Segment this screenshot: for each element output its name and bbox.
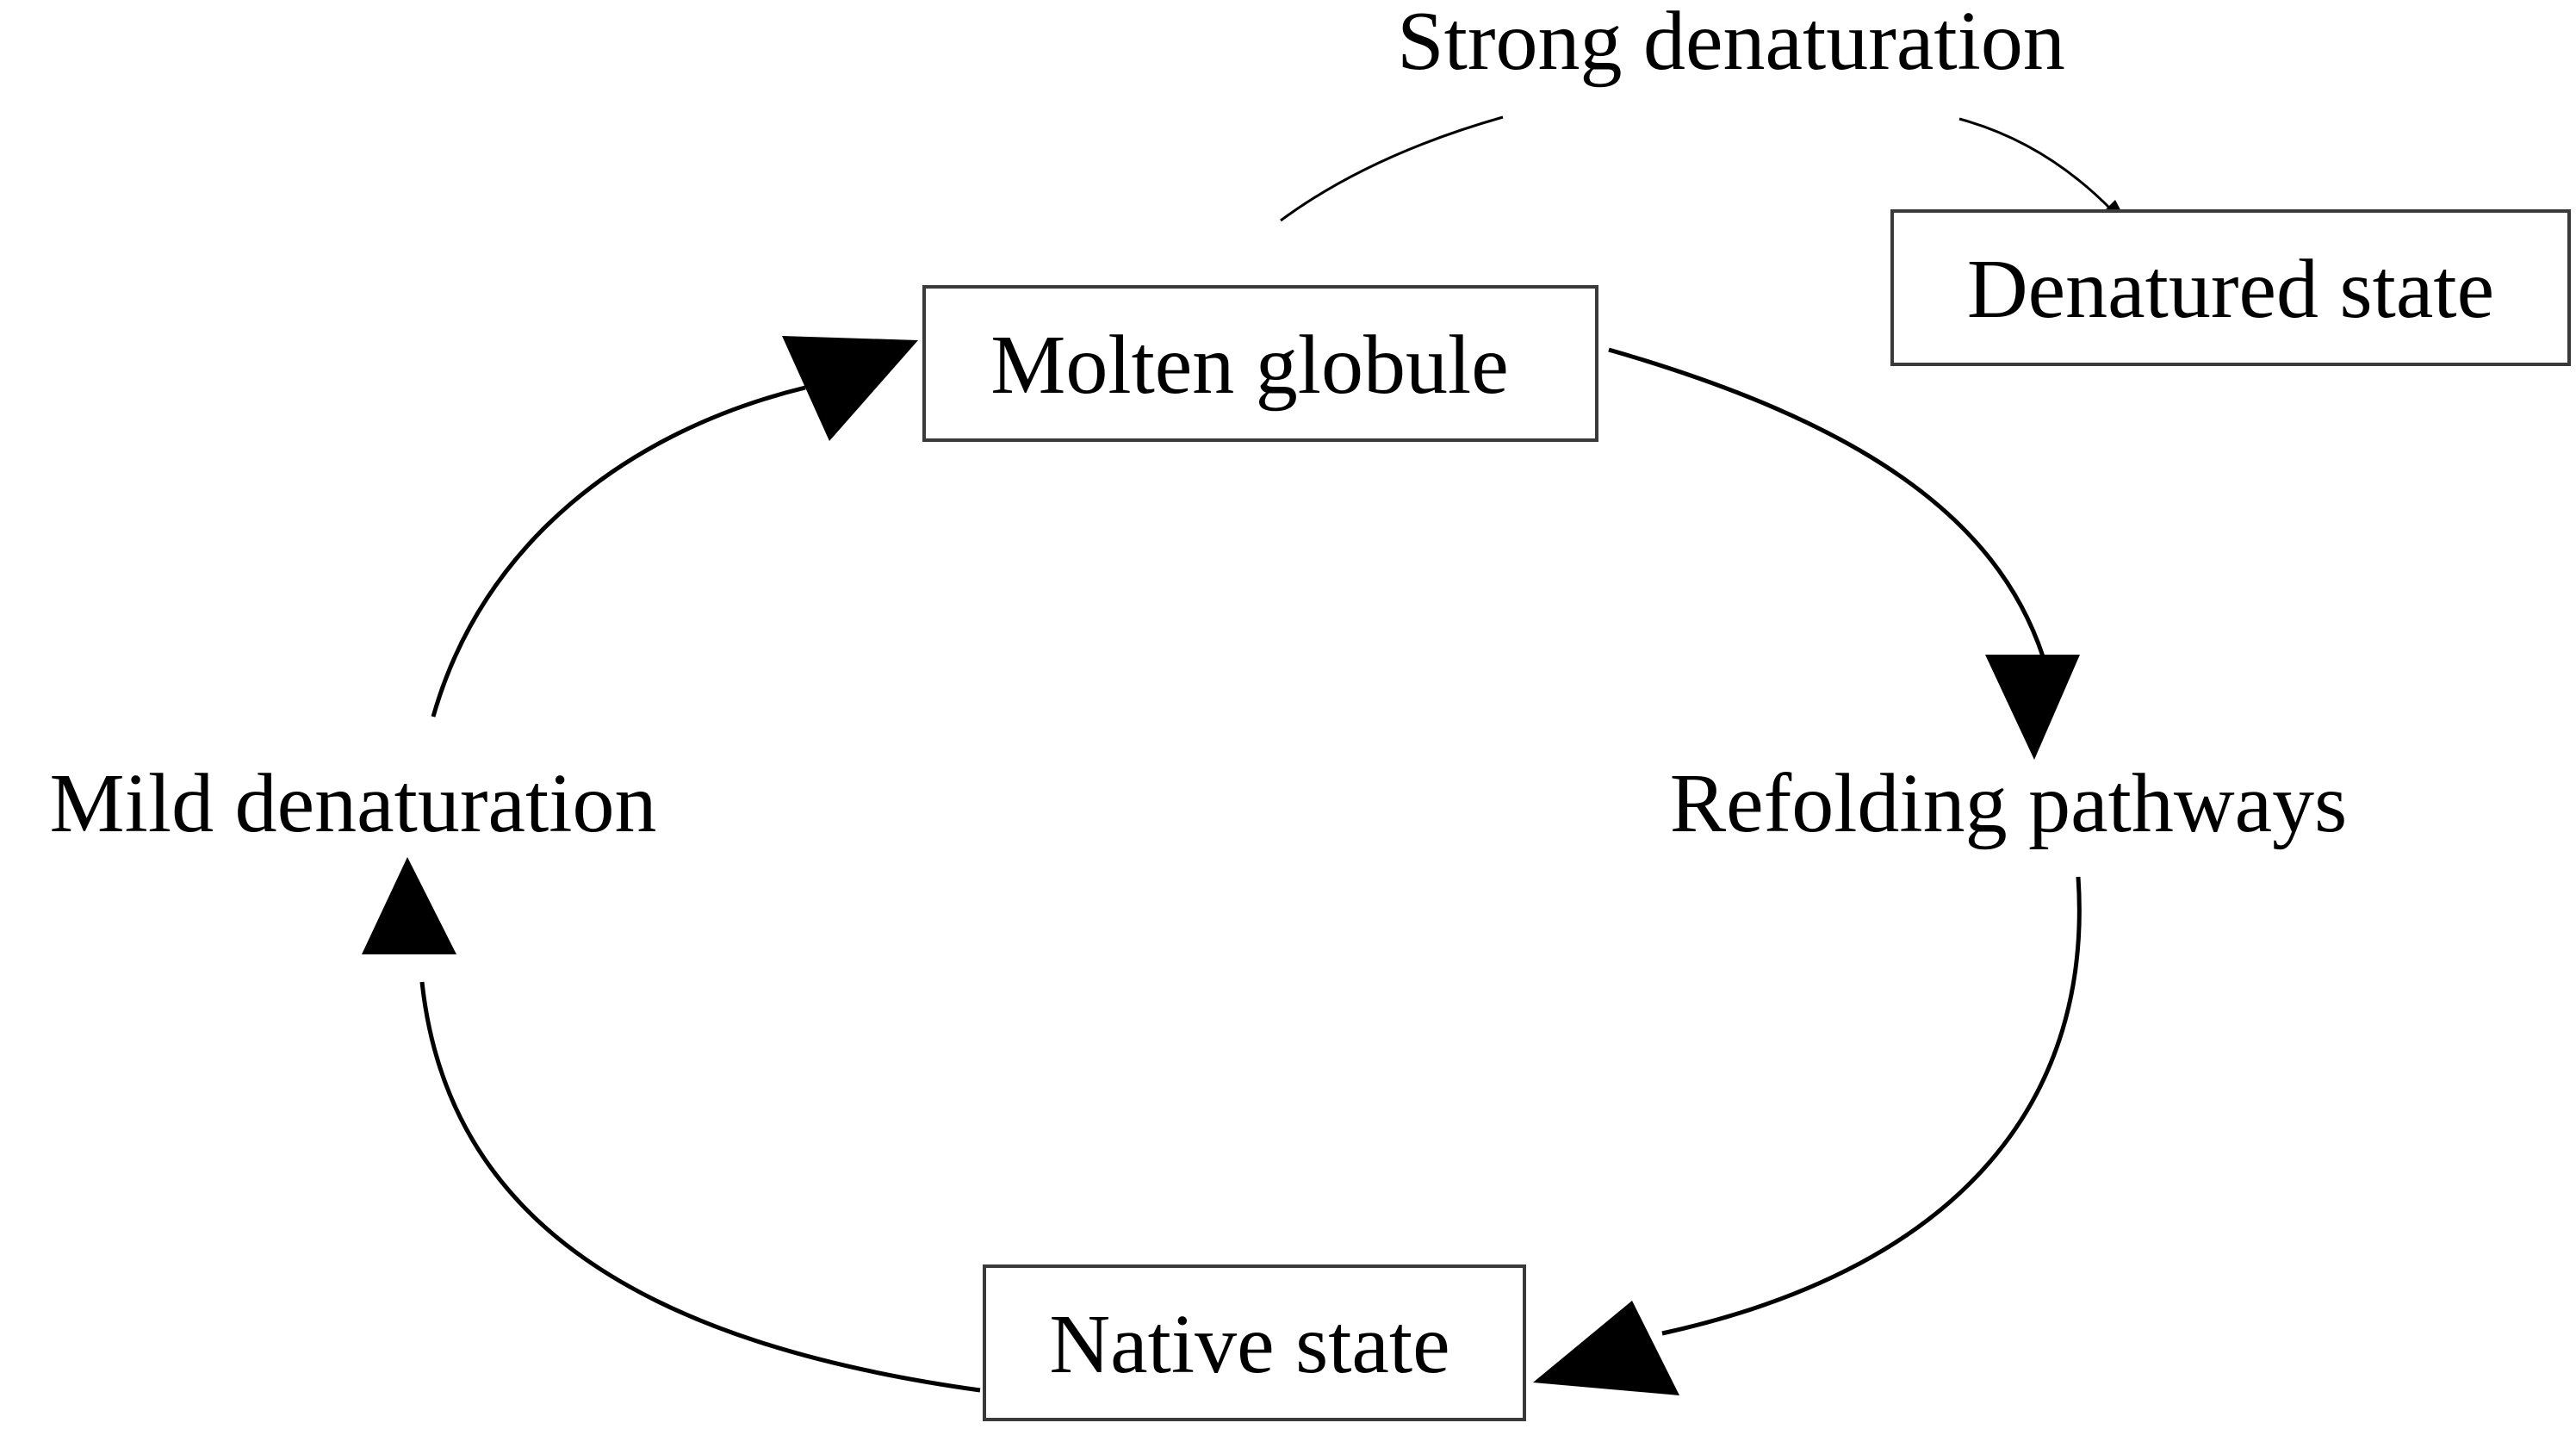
denatured-state-label: Denatured state — [1967, 243, 2494, 336]
arrow-mild-to-molten — [431, 385, 806, 718]
refolding-arrowhead — [1985, 655, 2080, 760]
native-state-label: Native state — [1049, 1298, 1449, 1391]
molten-globule-label: Molten globule — [990, 319, 1509, 412]
arrow-refolding-to-native — [1661, 876, 2082, 1336]
denatured-state-box — [1890, 209, 2571, 366]
molten-globule-box — [922, 285, 1598, 442]
molten-arrowhead — [782, 336, 918, 441]
mild-denaturation-label: Mild denaturation — [50, 757, 657, 850]
arrow-molten-to-refolding — [1608, 347, 2045, 657]
native-state-box — [983, 1264, 1526, 1421]
strong-denaturation-label: Strong denaturation — [1397, 0, 2065, 88]
native-arrowhead — [1533, 1301, 1679, 1395]
strong-denaturation-curve-left — [1280, 115, 1504, 222]
arrow-native-to-mild — [419, 981, 981, 1393]
mild-arrowhead — [362, 857, 456, 954]
refolding-pathways-label: Refolding pathways — [1670, 757, 2348, 850]
strong-denaturation-curve-right — [1958, 117, 2114, 213]
